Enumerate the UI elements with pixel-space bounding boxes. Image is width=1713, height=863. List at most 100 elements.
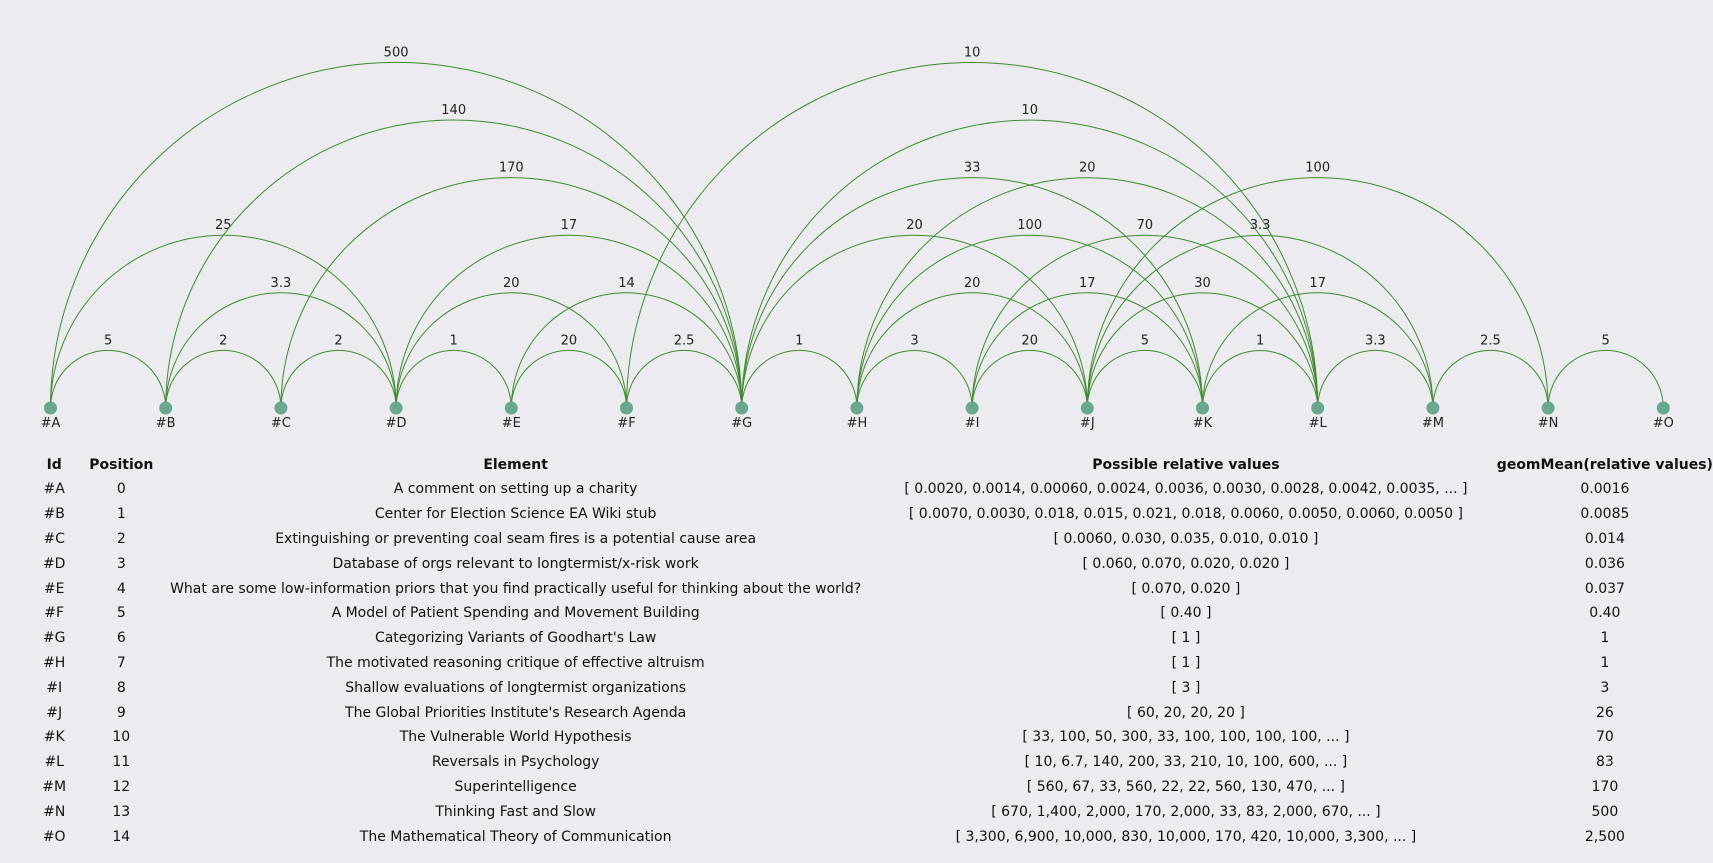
arc-label: 14: [618, 276, 635, 291]
table-header: Id Position Element Possible relative va…: [22, 453, 1713, 477]
node-I: [965, 401, 979, 415]
table-row: #C 2 Extinguishing or preventing coal seam…: [22, 527, 1713, 552]
arc-label: 500: [384, 45, 409, 60]
cell-geomean: 2,500: [1584, 828, 1625, 845]
cell-element: Database of orgs relevant to longtermist…: [332, 555, 699, 572]
node-label: #O: [1653, 416, 1674, 431]
cell-element: Superintelligence: [454, 778, 577, 795]
cell-values: [ 0.40 ]: [1160, 605, 1212, 622]
arc-M-N: [1432, 349, 1549, 409]
node-label: #L: [1309, 416, 1328, 431]
cell-element: Extinguishing or preventing coal seam fi…: [275, 530, 757, 547]
node-O: [1656, 401, 1670, 415]
arc-E-G: [510, 292, 743, 409]
cell-values: [ 60, 20, 20, 20 ]: [1127, 704, 1245, 721]
arc-label: 20: [1079, 161, 1096, 176]
arc-label: 20: [561, 333, 578, 348]
table-row: #G 6 Categorizing Variants of Goodhart's L…: [22, 626, 1713, 651]
cell-id: #M: [42, 778, 67, 795]
cell-geomean: 500: [1591, 803, 1619, 820]
arc-label: 17: [1309, 276, 1326, 291]
node-label: #E: [502, 416, 521, 431]
cell-position: 4: [116, 580, 126, 597]
arc-F-L: [626, 61, 1319, 409]
cell-id: #I: [46, 679, 63, 696]
arc-I-K: [971, 292, 1203, 409]
arc-label: 2.5: [1480, 333, 1501, 348]
arc-D-G: [395, 234, 743, 409]
cell-element: Shallow evaluations of longtermist organ…: [345, 679, 687, 696]
arc-label: 5: [1602, 333, 1610, 348]
cell-element: Categorizing Variants of Goodhart's Law: [374, 630, 657, 647]
arc-label: 3.3: [1250, 218, 1271, 233]
node-M: [1426, 401, 1440, 415]
arc-label: 2: [334, 333, 342, 348]
cell-values: [ 1 ]: [1171, 654, 1201, 671]
arc-G-H: [741, 349, 858, 409]
cell-geomean: 26: [1595, 704, 1614, 721]
arc-label: 5: [1141, 333, 1149, 348]
cell-values: [ 3,300, 6,900, 10,000, 830, 10,000, 170…: [955, 828, 1417, 845]
arc-H-J: [856, 292, 1088, 409]
arc-N-O: [1547, 349, 1664, 409]
arc-K-M: [1202, 292, 1434, 409]
arc-C-D: [280, 349, 397, 409]
cell-position: 5: [116, 605, 126, 622]
node-B: [159, 401, 173, 415]
cell-position: 12: [112, 778, 131, 795]
cell-element: The Vulnerable World Hypothesis: [399, 729, 632, 746]
arc-label: 5: [104, 333, 112, 348]
arc-label: 1: [795, 333, 803, 348]
arc-label: 140: [441, 103, 466, 118]
cell-element: What are some low-information priors tha…: [170, 580, 862, 597]
cell-id: #B: [43, 506, 65, 523]
node-L: [1311, 401, 1325, 415]
arc-label: 33: [964, 161, 981, 176]
node-label: #K: [1193, 416, 1213, 431]
cell-id: #G: [42, 630, 66, 647]
cell-element: Reversals in Psychology: [431, 754, 600, 771]
cell-geomean: 0.0016: [1580, 481, 1630, 498]
arc-label: 3.3: [271, 276, 292, 291]
arc-label: 3: [910, 333, 918, 348]
arc-label: 10: [1021, 103, 1038, 118]
arc-label: 3.3: [1365, 333, 1386, 348]
header-element: Element: [483, 457, 548, 473]
arc-G-L: [741, 119, 1319, 409]
cell-position: 7: [116, 654, 126, 671]
cell-position: 6: [116, 630, 126, 647]
arc-label: 20: [906, 218, 923, 233]
arc-label: 70: [1137, 218, 1154, 233]
arc-E-F: [510, 349, 627, 409]
node-D: [389, 401, 403, 415]
arc-A-D: [50, 234, 397, 409]
cell-position: 2: [116, 530, 126, 547]
cell-geomean: 70: [1595, 729, 1614, 746]
cell-position: 3: [116, 555, 126, 572]
arc-J-L: [1086, 292, 1319, 409]
arc-label: 100: [1017, 218, 1042, 233]
cell-values: [ 3 ]: [1171, 679, 1201, 696]
arc-H-I: [856, 349, 973, 409]
node-label: #J: [1080, 416, 1095, 431]
cell-id: #C: [43, 530, 65, 547]
table-header-row: Id Position Element Possible relative va…: [22, 453, 1713, 477]
cell-id: #L: [44, 754, 64, 771]
arc-label: 20: [964, 276, 981, 291]
cell-values: [ 0.060, 0.070, 0.020, 0.020 ]: [1082, 555, 1290, 572]
node-H: [850, 401, 864, 415]
node-C: [274, 401, 288, 415]
arc-G-J: [741, 234, 1088, 409]
arc-label: 2.5: [674, 333, 695, 348]
cell-values: [ 0.0070, 0.0030, 0.018, 0.015, 0.021, 0…: [908, 506, 1464, 523]
cell-values: [ 0.070, 0.020 ]: [1131, 580, 1241, 597]
